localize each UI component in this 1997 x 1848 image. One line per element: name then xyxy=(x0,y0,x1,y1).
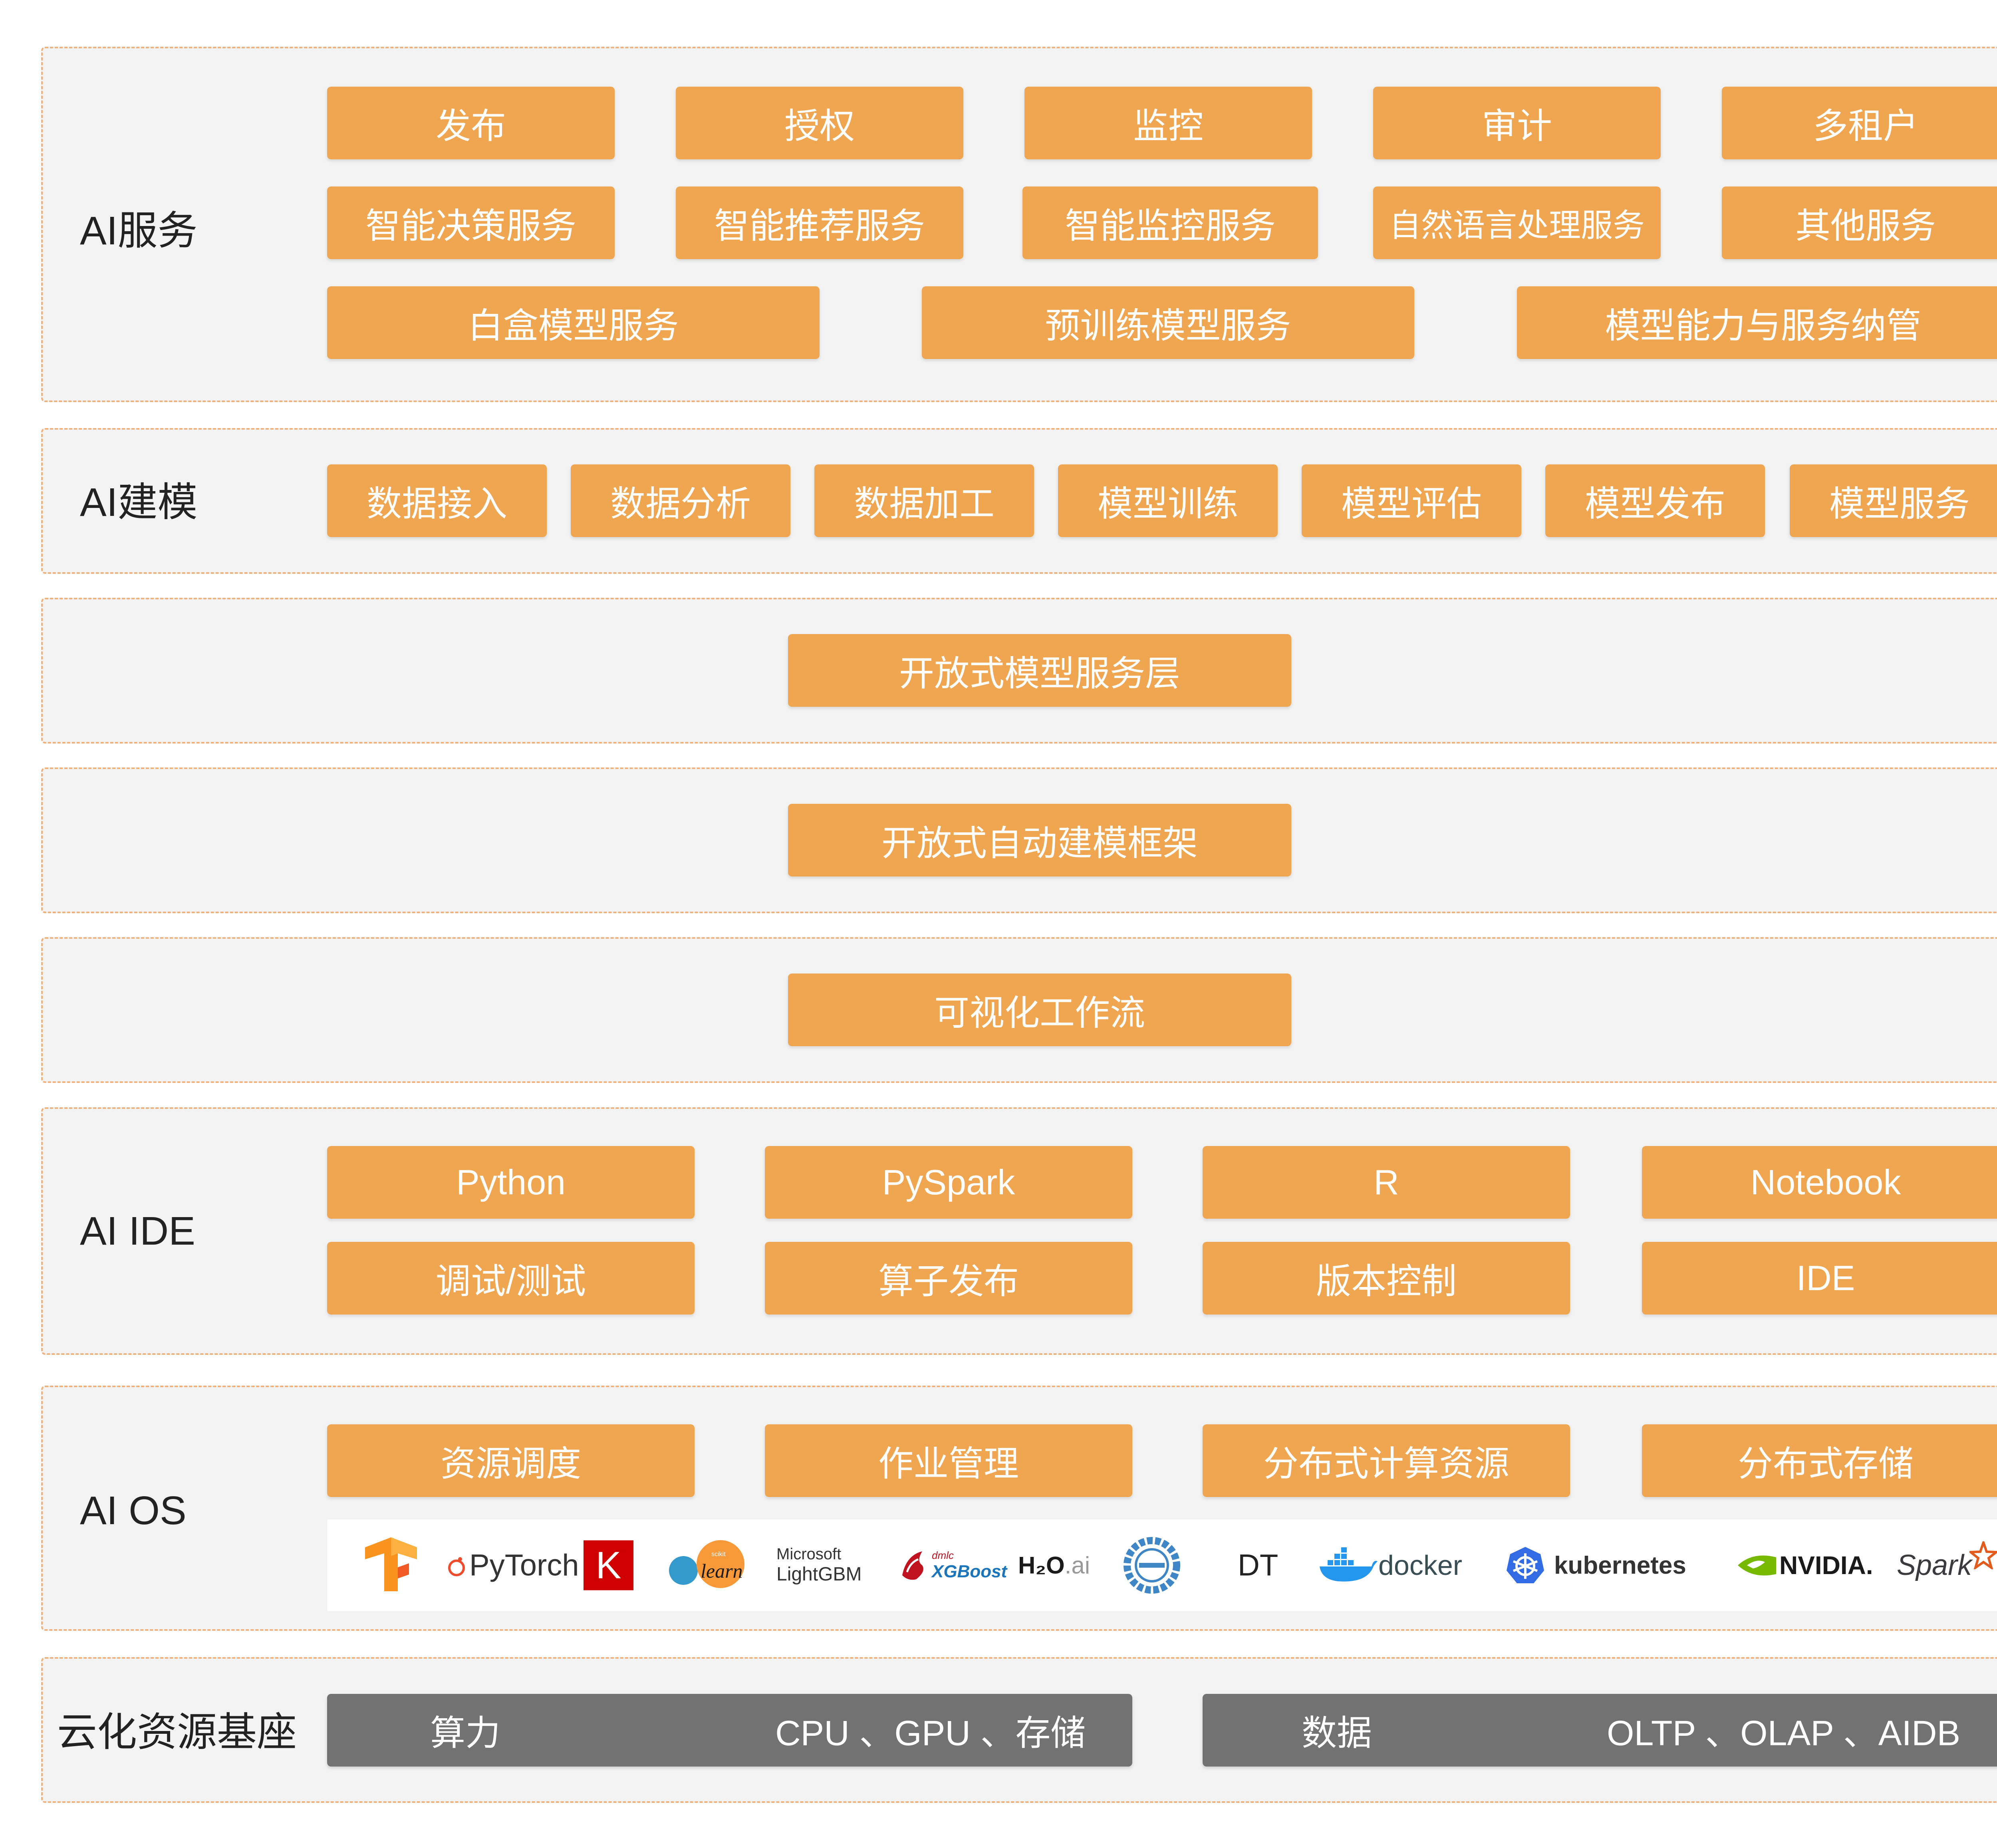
data-value: OLTP 、OLAP 、AIDB xyxy=(1607,1713,1961,1753)
xgboost-logo: dmlc XGBoost xyxy=(898,1547,1007,1583)
box-model-training: 模型训练 xyxy=(1058,464,1278,537)
box-model-evaluation: 模型评估 xyxy=(1302,464,1521,537)
box-other-service: 其他服务 xyxy=(1722,186,1997,259)
dt-logo: DT xyxy=(1238,1548,1278,1583)
sklearn-text: learn xyxy=(701,1560,743,1582)
box-visual-workflow: 可视化工作流 xyxy=(788,974,1291,1046)
pytorch-logo-text: PyTorch xyxy=(469,1548,579,1582)
box-debug-test: 调试/测试 xyxy=(327,1242,695,1315)
box-model-release: 模型发布 xyxy=(1545,464,1765,537)
box-distributed-compute: 分布式计算资源 xyxy=(1203,1424,1570,1497)
pytorch-logo: PyTorch xyxy=(447,1548,579,1583)
box-pyspark: PySpark xyxy=(765,1146,1132,1219)
box-monitoring: 监控 xyxy=(1024,87,1312,159)
spark-star-icon xyxy=(1969,1541,1997,1569)
h2o-logo: H₂O .ai xyxy=(1018,1552,1090,1579)
box-open-automl-framework: 开放式自动建模框架 xyxy=(788,804,1291,876)
box-python: Python xyxy=(327,1146,695,1219)
tensorflow-logo xyxy=(361,1535,421,1595)
lightgbm-logo: Microsoft LightGBM xyxy=(776,1545,862,1585)
framework-logos-strip: PyTorch K scikit learn Microsoft LightGB… xyxy=(327,1519,1997,1611)
box-authorization: 授权 xyxy=(676,87,963,159)
docker-logo: docker xyxy=(1318,1547,1462,1583)
data-label: 数据 xyxy=(1302,1713,1372,1753)
dt-logo-text: DT xyxy=(1238,1548,1278,1582)
box-job-management: 作业管理 xyxy=(765,1424,1132,1497)
sklearn-logo: scikit learn xyxy=(667,1539,746,1591)
box-resource-scheduling: 资源调度 xyxy=(327,1424,695,1497)
box-notebook: Notebook xyxy=(1642,1146,1997,1219)
spark-logo: Spark xyxy=(1897,1541,1997,1582)
h2o-ai-text: .ai xyxy=(1064,1552,1090,1579)
keras-logo-text: K xyxy=(596,1544,621,1586)
box-model-capability-management: 模型能力与服务纳管 xyxy=(1517,286,1997,359)
docker-whale-icon xyxy=(1320,1547,1378,1582)
box-distributed-storage: 分布式存储 xyxy=(1642,1424,1997,1497)
box-data-processing: 数据加工 xyxy=(814,464,1034,537)
box-release: 发布 xyxy=(327,87,615,159)
nvidia-logo-text: NVIDIA. xyxy=(1779,1551,1873,1580)
box-audit: 审计 xyxy=(1373,87,1661,159)
layer-label-ai-service: AI服务 xyxy=(80,208,198,253)
box-r: R xyxy=(1203,1146,1570,1219)
layer-label-ai-os: AI OS xyxy=(80,1488,187,1533)
box-data-analysis: 数据分析 xyxy=(571,464,790,537)
keras-logo: K xyxy=(584,1540,633,1590)
ring-logo xyxy=(1116,1529,1188,1601)
compute-value: CPU 、GPU 、存储 xyxy=(775,1713,1086,1753)
kubernetes-logo-text: kubernetes xyxy=(1554,1551,1686,1579)
h2o-logo-text: H₂O xyxy=(1018,1552,1065,1579)
sklearn-small-text: scikit xyxy=(711,1551,726,1558)
box-ide: IDE xyxy=(1642,1242,1997,1315)
box-open-model-service-layer: 开放式模型服务层 xyxy=(788,634,1291,707)
box-data-resources: 数据 OLTP 、OLAP 、AIDB xyxy=(1203,1694,1997,1767)
layer-label-ai-modeling: AI建模 xyxy=(80,480,198,525)
layer-ai-ide xyxy=(41,1107,1997,1355)
xgboost-logo-text: XGBoost xyxy=(932,1561,1007,1581)
lightgbm-logo-line1: Microsoft xyxy=(776,1545,842,1563)
box-monitor-service: 智能监控服务 xyxy=(1022,186,1318,259)
kubernetes-logo: kubernetes xyxy=(1505,1545,1686,1585)
box-compute-resources: 算力 CPU 、GPU 、存储 xyxy=(327,1694,1132,1767)
pytorch-flame-icon xyxy=(448,1557,465,1576)
layer-label-cloud-base: 云化资源基座 xyxy=(57,1710,297,1755)
box-whitebox-model-service: 白盒模型服务 xyxy=(327,286,820,359)
layer-label-ai-ide: AI IDE xyxy=(80,1209,195,1253)
box-operator-release: 算子发布 xyxy=(765,1242,1132,1315)
box-decision-service: 智能决策服务 xyxy=(327,186,615,259)
lightgbm-logo-line2: LightGBM xyxy=(776,1564,862,1585)
box-model-service: 模型服务 xyxy=(1790,464,1997,537)
kubernetes-helm-icon xyxy=(1507,1547,1544,1583)
box-pretrained-model-service: 预训练模型服务 xyxy=(922,286,1414,359)
xgboost-small-text: dmlc xyxy=(932,1549,954,1561)
box-recommend-service: 智能推荐服务 xyxy=(676,186,963,259)
box-nlp-service: 自然语言处理服务 xyxy=(1373,186,1661,259)
compute-label: 算力 xyxy=(430,1713,501,1753)
box-version-control: 版本控制 xyxy=(1203,1242,1570,1315)
docker-logo-text: docker xyxy=(1378,1550,1463,1581)
spark-logo-text: Spark xyxy=(1897,1549,1972,1581)
box-multi-tenant: 多租户 xyxy=(1722,87,1997,159)
nvidia-eye-icon xyxy=(1738,1555,1776,1576)
xgboost-icon xyxy=(902,1551,923,1580)
nvidia-logo: NVIDIA. xyxy=(1737,1551,1873,1580)
box-data-ingest: 数据接入 xyxy=(327,464,547,537)
